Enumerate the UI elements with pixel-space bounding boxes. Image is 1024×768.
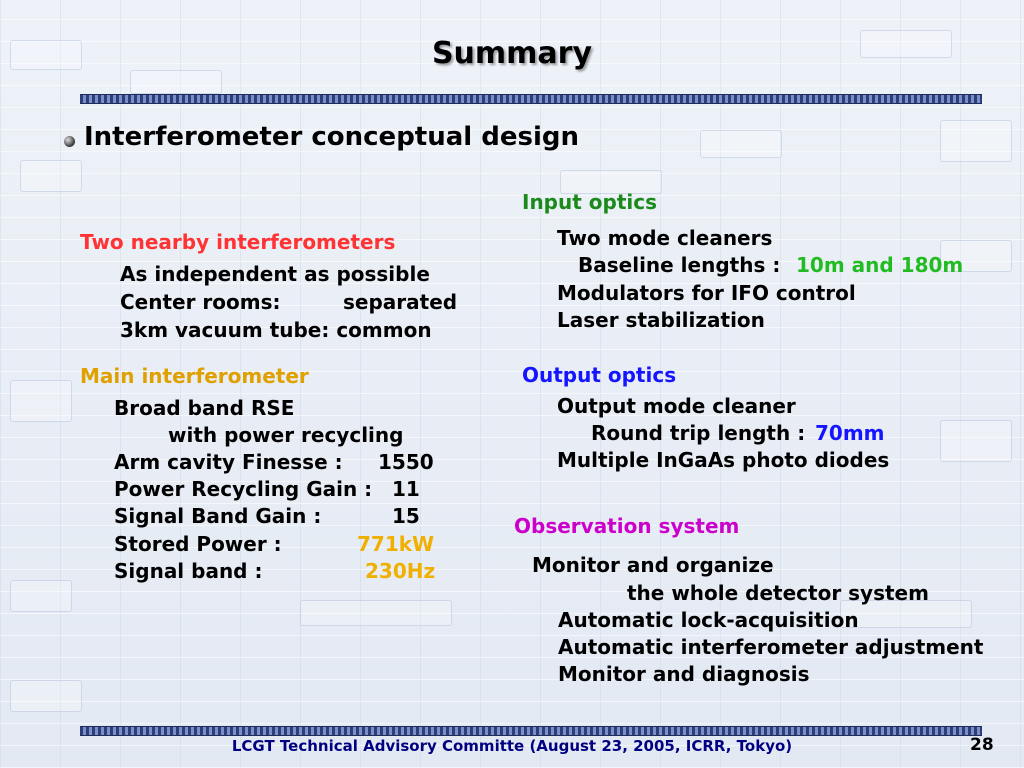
slide-title: Summary	[431, 36, 593, 71]
prg-label: Power Recycling Gain :	[114, 477, 373, 501]
round-trip-label: Round trip length :	[591, 421, 806, 445]
title-divider	[80, 94, 982, 104]
observation-line2: the whole detector system	[627, 581, 929, 605]
finesse-value: 1550	[378, 450, 434, 474]
observation-line4: Automatic interferometer adjustment	[558, 635, 984, 659]
observation-line3: Automatic lock-acquisition	[558, 608, 859, 632]
observation-header: Observation system	[514, 514, 740, 538]
bullet-icon	[64, 136, 75, 147]
output-line1: Output mode cleaner	[557, 394, 796, 418]
input-optics-header: Input optics	[522, 190, 657, 214]
round-trip-value: 70mm	[815, 421, 885, 445]
signal-band-value: 230Hz	[365, 559, 436, 583]
two-ifo-line3: 3km vacuum tube: common	[120, 318, 432, 342]
baseline-value: 10m and 180m	[796, 253, 964, 277]
signal-band-label: Signal band :	[114, 559, 263, 583]
main-ifo-header: Main interferometer	[80, 364, 309, 388]
finesse-label: Arm cavity Finesse :	[114, 450, 343, 474]
output-line3: Multiple InGaAs photo diodes	[557, 448, 890, 472]
prg-value: 11	[392, 477, 420, 501]
input-line1: Two mode cleaners	[557, 226, 773, 250]
sbg-label: Signal Band Gain :	[114, 504, 322, 528]
stored-power-value: 771kW	[357, 532, 435, 556]
main-ifo-line1: Broad band RSE	[114, 396, 295, 420]
main-ifo-line2: with power recycling	[168, 423, 404, 447]
observation-line1: Monitor and organize	[532, 553, 774, 577]
footer-text: LCGT Technical Advisory Committe (August…	[231, 737, 793, 755]
two-ifo-line2-label: Center rooms:	[120, 290, 281, 314]
output-optics-header: Output optics	[522, 363, 677, 387]
sbg-value: 15	[392, 504, 420, 528]
input-line4: Laser stabilization	[557, 308, 765, 332]
two-ifo-line2-value: separated	[343, 290, 458, 314]
section-heading: Interferometer conceptual design	[84, 122, 580, 152]
observation-line5: Monitor and diagnosis	[558, 662, 810, 686]
baseline-label: Baseline lengths :	[578, 253, 781, 277]
two-ifo-line1: As independent as possible	[120, 262, 430, 286]
footer-divider	[80, 726, 982, 736]
stored-power-label: Stored Power :	[114, 532, 282, 556]
two-ifo-header: Two nearby interferometers	[80, 230, 396, 254]
page-number: 28	[970, 735, 994, 755]
input-line3: Modulators for IFO control	[557, 281, 856, 305]
